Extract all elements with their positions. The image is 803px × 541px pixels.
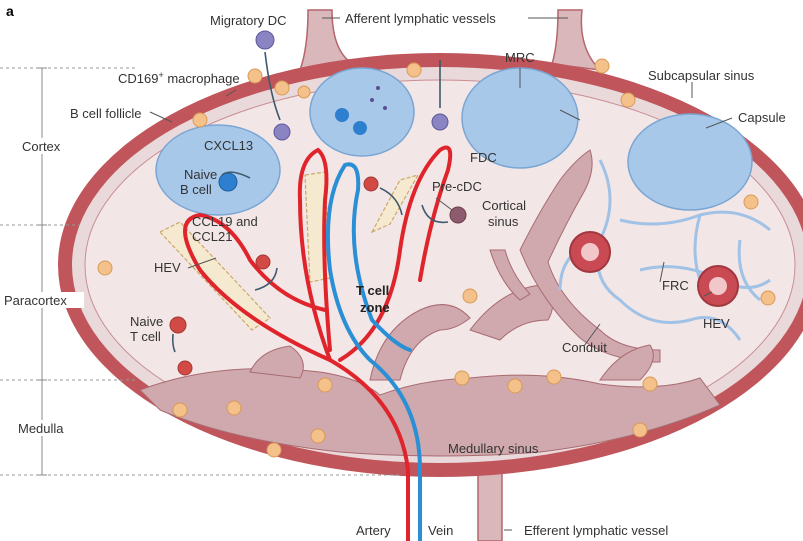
label-vein: Vein — [428, 523, 453, 538]
naive-t-cell — [170, 317, 186, 333]
migratory-dc — [256, 31, 274, 49]
label-hev-right: HEV — [703, 316, 730, 331]
label-naive-t-cell-line2: T cell — [130, 329, 161, 344]
label-naive-b-cell-line2: B cell — [180, 182, 212, 197]
follicle-right — [628, 114, 752, 210]
label-t-cell-zone-line1: T cell — [356, 283, 389, 298]
label-pre-cdc: Pre-cDC — [432, 179, 482, 194]
label-naive-t-cell-line1: Naive — [130, 314, 163, 329]
label-subcapsular-sinus: Subcapsular sinus — [648, 68, 755, 83]
label-naive-b-cell-line1: Naive — [184, 167, 217, 182]
label-artery: Artery — [356, 523, 391, 538]
label-capsule: Capsule — [738, 110, 786, 125]
zone-ticks — [37, 68, 47, 475]
label-afferent-lymphatic-vessels: Afferent lymphatic vessels — [345, 11, 496, 26]
label-efferent-lymphatic-vessel: Efferent lymphatic vessel — [524, 523, 668, 538]
panel-letter: a — [6, 3, 14, 19]
label-b-cell-follicle: B cell follicle — [70, 106, 142, 121]
label-medullary-sinus: Medullary sinus — [448, 441, 539, 456]
label-hev-left: HEV — [154, 260, 181, 275]
label-cortical-sinus-line2: sinus — [488, 214, 519, 229]
follicle-top — [310, 68, 414, 156]
label-cd169-macrophage: CD169+ macrophage — [118, 70, 240, 86]
efferent-lymphatic-vessel — [478, 470, 502, 541]
label-cxcl13: CXCL13 — [204, 138, 253, 153]
label-migratory-dc: Migratory DC — [210, 13, 287, 28]
label-cortical-sinus-line1: Cortical — [482, 198, 526, 213]
label-t-cell-zone-line2: zone — [360, 300, 390, 315]
zone-label-cortex: Cortex — [22, 139, 61, 154]
label-mrc: MRC — [505, 50, 535, 65]
label-fdc: FDC — [470, 150, 497, 165]
label-ccl-line2: CCL21 — [192, 229, 232, 244]
label-frc: FRC — [662, 278, 689, 293]
zone-label-paracortex: Paracortex — [4, 293, 67, 308]
label-ccl-line1: CCL19 and — [192, 214, 258, 229]
label-conduit: Conduit — [562, 340, 607, 355]
zone-label-medulla: Medulla — [18, 421, 64, 436]
pre-cdc-cell — [450, 207, 466, 223]
